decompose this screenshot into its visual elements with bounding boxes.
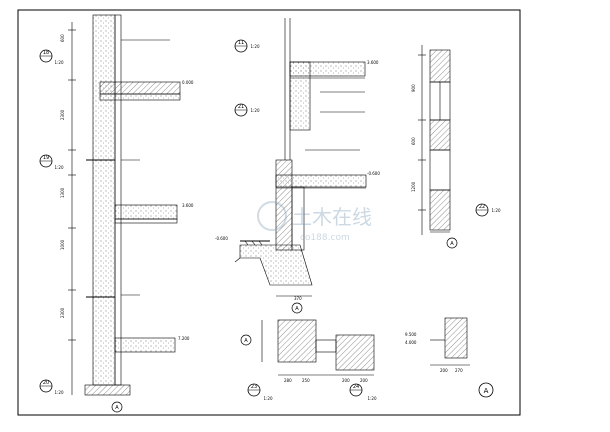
axis-bubble: A [111,401,123,413]
detail-scale: 1:20 [55,390,64,395]
dimension-label: 2300 [60,307,65,318]
detail-bubble-22: 22 1:20 [475,203,501,217]
dimension-labels-left: 600 2300 1300 1000 2300 [60,34,65,318]
elevation-tags-bottom-right: 9.500 4.000 [405,332,417,345]
axis-label: A [484,387,489,395]
dimension-labels-bottom: 370 280 250 200 200 200 270 [284,296,463,383]
detail-bubble-19: 19 1:20 [39,154,64,170]
axis-bubble-bottom-left: A [240,334,252,346]
detail-bottom-right [430,317,470,366]
dimension-label: 1200 [411,181,416,192]
axis-bubble-middle: A [291,302,303,314]
axis-label: A [450,241,454,247]
dimension-labels-right: 900 600 1200 [411,84,416,192]
elevation-tag: 4.000 [405,340,417,345]
detail-number: 22 [479,204,485,210]
detail-number: 19 [43,155,49,161]
axis-label: A [244,338,248,344]
dimension-label: 250 [302,378,310,383]
detail-bubble-11: 11 1:20 [234,39,260,53]
detail-left-column [68,14,181,396]
detail-bubble-21: 21 1:20 [234,103,260,117]
detail-number: 21 [238,104,244,110]
elevation-tag: 7.200 [178,336,190,341]
detail-right-column [418,45,451,235]
detail-scale: 1:20 [492,208,501,213]
detail-middle-column [234,18,367,297]
axis-label: A [295,306,299,312]
dimension-label: 600 [411,137,416,145]
dimension-label: 2300 [60,109,65,120]
dimension-label: 270 [455,368,463,373]
dimension-label: 200 [360,378,368,383]
elevation-tag: 9.500 [405,332,417,337]
dimension-label: 1000 [60,239,65,250]
detail-bottom-middle [261,319,375,376]
detail-number: 20 [43,380,49,386]
detail-bubble-20: 20 1:20 [39,379,64,395]
sheet-border [17,9,521,416]
detail-number: 11 [238,40,244,46]
elevation-tags-middle: 3.600 -0.600 -0.600 [215,60,380,241]
elevation-tag: 0.000 [182,80,194,85]
watermark-url: co188.com [300,233,350,243]
detail-scale: 1:20 [55,60,64,65]
elevation-tag: -0.600 [215,236,228,241]
detail-number: 24 [353,384,359,390]
dimension-label: 370 [294,296,302,301]
elevation-tags-left: 0.000 3.600 7.200 [178,80,194,341]
watermark: 土木在线 co188.com [257,201,372,243]
detail-number: 23 [251,384,257,390]
dimension-label: 1300 [60,187,65,198]
elevation-tag: -0.600 [367,171,380,176]
dimension-label: 200 [342,378,350,383]
detail-bubble-24: 24 1:20 [349,383,377,401]
axis-label: A [115,405,119,411]
elevation-tag: 3.600 [367,60,379,65]
detail-number: 18 [43,50,49,56]
axis-bubble-right: A [446,237,458,249]
dimension-label: 900 [411,84,416,92]
detail-bubble-18: 18 1:20 [39,49,64,65]
dimension-label: 600 [60,34,65,42]
detail-scale: 1:20 [251,108,260,113]
elevation-tag: 3.600 [182,203,194,208]
detail-scale: 1:20 [264,396,273,401]
detail-scale: 1:20 [55,165,64,170]
watermark-text: 土木在线 [292,205,372,229]
detail-scale: 1:20 [251,44,260,49]
axis-bubble-bottom-right: A [478,382,494,398]
dimension-label: 280 [284,378,292,383]
detail-bubble-23: 23 1:20 [247,383,273,401]
detail-scale: 1:20 [368,396,377,401]
dimension-label: 200 [440,368,448,373]
